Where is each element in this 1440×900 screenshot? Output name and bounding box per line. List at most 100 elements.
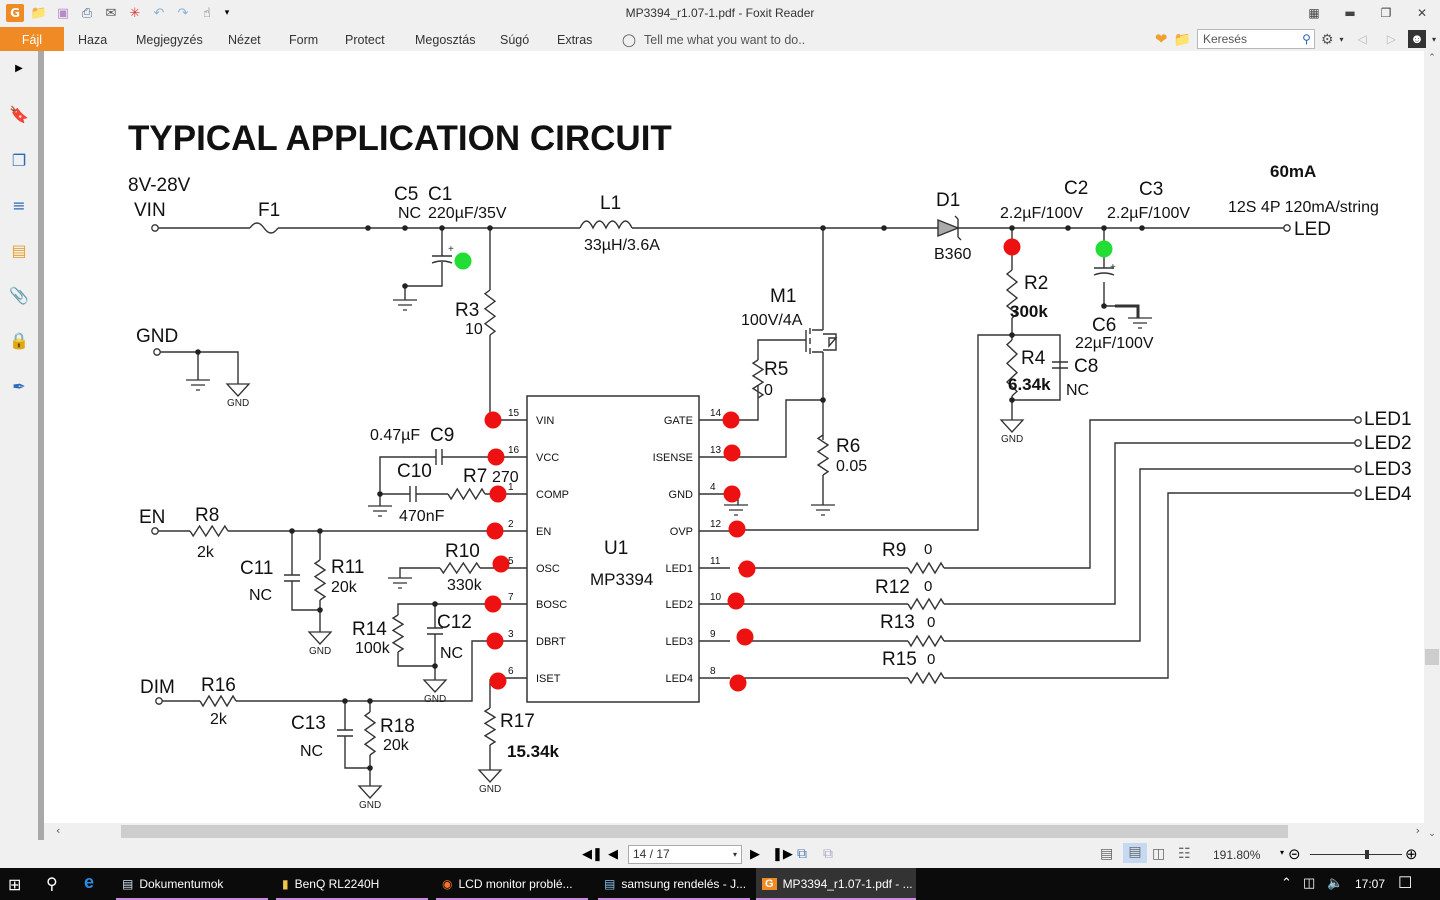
pages-icon[interactable]: ❐ xyxy=(11,150,27,170)
fullscreen-icon[interactable]: ▦ xyxy=(1308,6,1320,20)
taskbar-label: Dokumentumok xyxy=(139,877,224,891)
next-view-icon[interactable]: ⧉ xyxy=(823,845,833,861)
tab-comment[interactable]: Megjegyzés xyxy=(136,33,203,47)
pin-name: LED4 xyxy=(665,673,693,685)
new-icon[interactable]: ✳ xyxy=(129,5,141,21)
volume-icon[interactable]: 🔈 xyxy=(1327,875,1344,890)
tray-chevron-icon[interactable]: ⌃ xyxy=(1281,875,1292,890)
search-input[interactable]: Keresés ⚲ xyxy=(1196,29,1315,49)
taskbar-item-foxit[interactable]: G MP3394_r1.07-1.pdf - ... xyxy=(756,868,916,900)
quick-access-toolbar: G 📁 ▣ ⎙ ✉ ✳ ↶ ↷ ☝ ▾ xyxy=(6,4,232,22)
layers-icon[interactable]: ≡ xyxy=(12,195,26,215)
expand-pane-icon[interactable]: ▶ xyxy=(15,62,23,74)
previous-view-icon[interactable]: ⧉ xyxy=(797,845,807,861)
heart-icon[interactable]: ❤ xyxy=(1154,31,1168,48)
page-dropdown-icon[interactable]: ▾ xyxy=(732,850,737,859)
security-icon[interactable]: 🔒 xyxy=(9,330,29,350)
taskbar-item-benq[interactable]: ▮ BenQ RL2240H xyxy=(276,868,428,900)
close-icon[interactable]: ✕ xyxy=(1416,6,1428,20)
scroll-left-icon[interactable]: ‹ xyxy=(56,824,61,837)
zoom-slider[interactable] xyxy=(1310,850,1402,859)
settings-icon[interactable]: ⚙ xyxy=(1320,30,1334,47)
red-probe-marker xyxy=(723,444,741,462)
taskbar-item-firefox[interactable]: ◉ LCD monitor problé... xyxy=(436,868,588,900)
tab-help[interactable]: Súgó xyxy=(500,33,530,47)
zoom-slider-thumb[interactable] xyxy=(1365,850,1370,859)
pane-splitter[interactable] xyxy=(38,51,44,843)
open-icon[interactable]: 📁 xyxy=(30,5,48,21)
tab-share[interactable]: Megosztás xyxy=(415,33,476,47)
email-icon[interactable]: ✉ xyxy=(105,5,117,21)
next-page-icon[interactable]: ▶ xyxy=(750,846,760,861)
ic-u1-body xyxy=(526,395,700,703)
vertical-scroll-thumb[interactable] xyxy=(1425,649,1439,665)
start-icon[interactable]: ⊞ xyxy=(8,877,22,894)
redo-icon[interactable]: ↷ xyxy=(177,5,189,21)
customize-dropdown-icon[interactable]: ▾ xyxy=(224,8,230,18)
hand-tool-icon[interactable]: ☝ xyxy=(203,5,211,21)
undo-icon[interactable]: ↶ xyxy=(153,5,165,21)
last-page-icon[interactable]: ❚▶ xyxy=(772,846,793,861)
search-icon[interactable]: ⚲ xyxy=(1302,32,1311,46)
scroll-up-icon[interactable]: ⌃ xyxy=(1428,53,1436,63)
settings-dropdown-icon[interactable]: ▾ xyxy=(1339,34,1344,44)
resistor-r4 xyxy=(1005,339,1019,397)
junction-dot xyxy=(487,225,493,231)
vertical-scrollbar[interactable]: ⌃ ⌄ xyxy=(1424,51,1440,843)
scroll-down-icon[interactable]: ⌄ xyxy=(1428,829,1436,839)
tab-home[interactable]: Haza xyxy=(78,33,108,47)
pin-name: BOSC xyxy=(536,599,567,611)
facing-page-icon[interactable]: ◫ xyxy=(1152,845,1166,861)
network-icon[interactable]: ◫ xyxy=(1303,875,1316,890)
junction-dot xyxy=(439,225,445,231)
bookmarks-icon[interactable]: 🔖 xyxy=(9,104,29,124)
horizontal-scroll-thumb[interactable] xyxy=(121,825,1288,838)
app-logo-icon[interactable]: G xyxy=(6,4,24,22)
scroll-right-icon[interactable]: › xyxy=(1415,824,1420,837)
restore-icon[interactable]: ❐ xyxy=(1380,6,1392,20)
tell-me-text: Tell me what you want to do.. xyxy=(644,33,806,47)
horizontal-scrollbar[interactable]: ‹ › xyxy=(44,823,1424,840)
edge-icon[interactable]: e xyxy=(84,872,95,892)
tab-file[interactable]: Fájl xyxy=(0,27,64,51)
ground-tie xyxy=(1115,304,1140,318)
ground-label: GND xyxy=(227,398,249,409)
back-icon[interactable]: ◁ xyxy=(1357,32,1367,46)
junction-dot xyxy=(820,397,826,403)
red-probe-marker xyxy=(722,411,740,429)
zoom-in-icon[interactable]: ⊕ xyxy=(1405,846,1418,863)
minimize-icon[interactable]: ▬ xyxy=(1344,6,1356,20)
search-icon[interactable]: ⚲ xyxy=(46,876,58,893)
tab-extras[interactable]: Extras xyxy=(557,33,593,47)
taskbar-item-notepad[interactable]: ▤ samsung rendelés - J... xyxy=(598,868,750,900)
user-avatar-icon[interactable]: ☻ xyxy=(1407,30,1426,48)
clock[interactable]: 17:07 xyxy=(1355,877,1386,891)
tell-me-box[interactable]: ◯ Tell me what you want to do.. xyxy=(622,27,805,51)
prev-page-icon[interactable]: ◀ xyxy=(608,846,618,861)
taskbar-item-documents[interactable]: ▤ Dokumentumok xyxy=(116,868,268,900)
tab-protect[interactable]: Protect xyxy=(345,33,385,47)
zoom-dropdown-icon[interactable]: ▾ xyxy=(1280,848,1285,857)
single-page-icon[interactable]: ▤ xyxy=(1100,845,1114,861)
tab-form[interactable]: Form xyxy=(289,33,319,47)
print-icon[interactable]: ⎙ xyxy=(81,5,93,21)
save-icon[interactable]: ▣ xyxy=(56,5,70,21)
junction-dot xyxy=(367,698,373,704)
folder-search-icon[interactable]: 📁 xyxy=(1173,30,1191,47)
tab-view[interactable]: Nézet xyxy=(228,33,261,47)
signatures-icon[interactable]: ✒ xyxy=(12,376,26,396)
comments-icon[interactable]: ▤ xyxy=(11,240,27,260)
first-page-icon[interactable]: ◀❚ xyxy=(582,846,603,861)
zoom-level[interactable]: 191.80% xyxy=(1213,848,1261,862)
r15-value: 0 xyxy=(927,651,935,668)
continuous-page-icon[interactable]: ▤ xyxy=(1123,843,1147,863)
attachments-icon[interactable]: 📎 xyxy=(9,285,29,305)
zoom-out-icon[interactable]: ⊝ xyxy=(1288,846,1301,863)
led-config-label: 12S 4P 120mA/string xyxy=(1228,199,1379,216)
user-dropdown-icon[interactable]: ▾ xyxy=(1431,34,1436,44)
continuous-facing-icon[interactable]: ☷ xyxy=(1178,845,1191,861)
page-number-input[interactable]: 14 / 17 ▾ xyxy=(628,845,742,864)
action-center-icon[interactable]: ☐ xyxy=(1398,875,1413,892)
forward-icon[interactable]: ▷ xyxy=(1386,32,1396,46)
ground-symbol xyxy=(368,505,392,517)
